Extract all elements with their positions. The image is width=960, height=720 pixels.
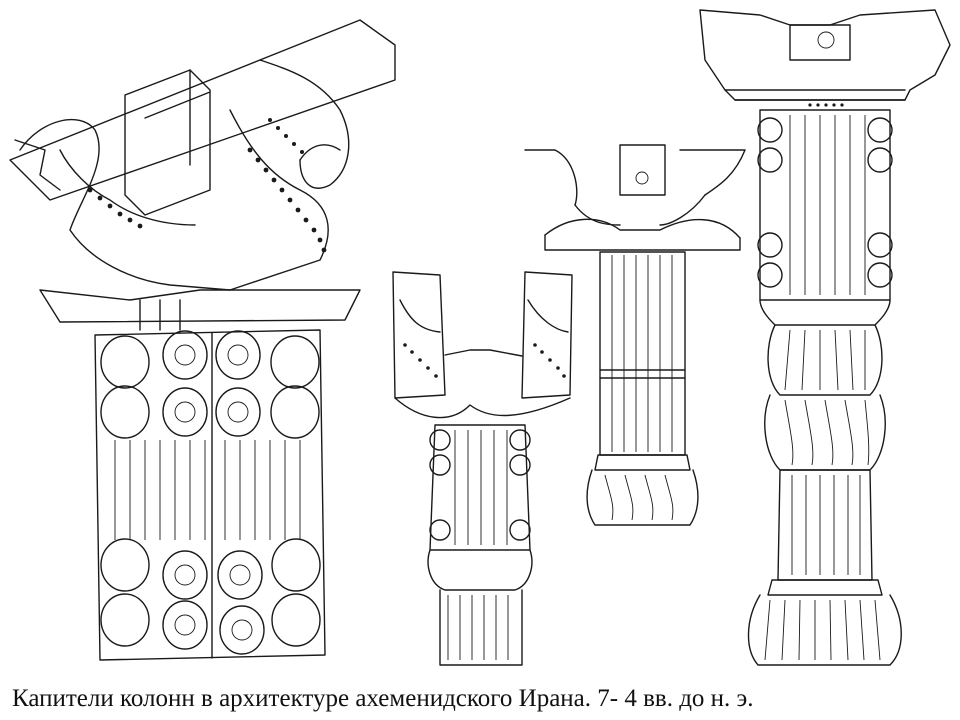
column-capitals-drawing	[9, 9, 951, 666]
bull-capital-full-column	[699, 9, 951, 666]
figure-caption: Капители колонн в архитектуре ахеменидск…	[12, 685, 754, 712]
bull-capital-large	[9, 19, 396, 661]
griffin-capital	[524, 144, 746, 526]
human-headed-capital	[392, 271, 573, 666]
